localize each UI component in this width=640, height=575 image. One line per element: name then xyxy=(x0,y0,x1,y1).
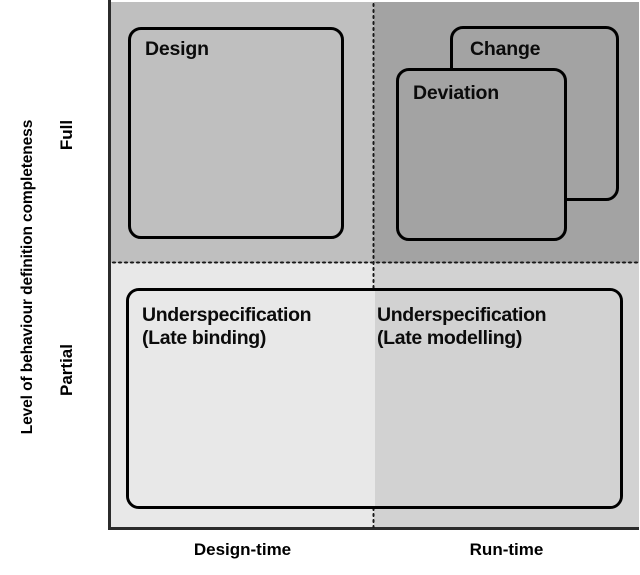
node-deviation[interactable]: Deviation xyxy=(396,68,567,241)
node-underspecification-fill-right xyxy=(375,291,620,506)
y-axis-line xyxy=(108,0,111,530)
node-design-label: Design xyxy=(145,38,209,60)
node-underspecification-fill-left xyxy=(129,291,375,506)
x-axis-tick-run-time: Run-time xyxy=(469,540,544,559)
node-deviation-label: Deviation xyxy=(413,82,499,104)
horizontal-divider-line xyxy=(111,261,639,264)
vertical-divider-line xyxy=(372,2,375,528)
node-change-label: Change xyxy=(470,38,541,60)
node-underspecification-late-binding-label: Underspecification (Late binding) xyxy=(142,304,312,349)
y-axis-tick-partial: Partial xyxy=(57,344,76,396)
node-design[interactable]: Design xyxy=(128,27,344,239)
x-axis-line xyxy=(108,527,639,530)
node-underspecification[interactable]: Underspecification (Late binding) Unders… xyxy=(126,288,623,509)
x-axis-tick-design-time: Design-time xyxy=(193,540,292,559)
y-axis-title: Level of behaviour definition completene… xyxy=(19,119,36,435)
node-underspecification-late-modelling-label: Underspecification (Late modelling) xyxy=(377,304,547,349)
y-axis-tick-full: Full xyxy=(57,119,76,151)
